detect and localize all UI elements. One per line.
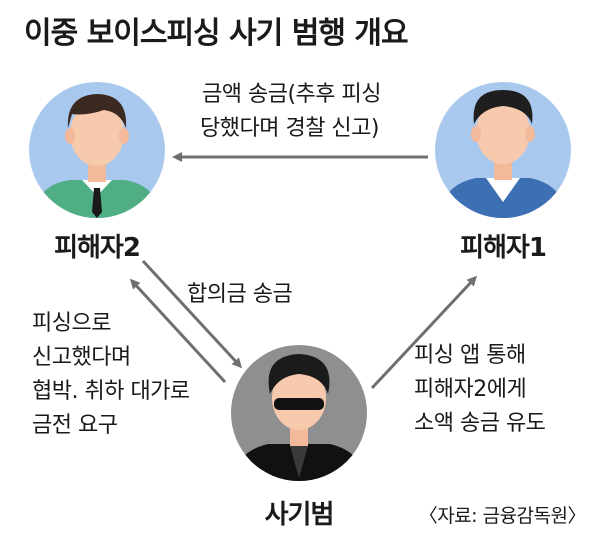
scammer-to-victim2-label-line2: 신고했다며 — [32, 345, 131, 370]
scammer-to-victim1-label-line1: 피싱 앱 통해 — [414, 343, 526, 368]
victim1-to-victim2-label-line2: 당했다며 경찰 신고) — [200, 116, 380, 141]
victim2-avatar — [29, 82, 165, 218]
scammer-to-victim2-label-line4: 금전 요구 — [32, 413, 118, 438]
diagram-title: 이중 보이스피싱 사기 범행 개요 — [24, 16, 409, 51]
victim2-label: 피해자2 — [54, 233, 141, 263]
scammer-to-victim1-label-line2: 피해자2에게 — [414, 377, 527, 402]
scammer-avatar — [231, 345, 367, 481]
arrow-scammer-to-victim1 — [370, 275, 478, 390]
scammer-label: 사기범 — [264, 500, 335, 530]
victim1-label: 피해자1 — [460, 233, 547, 263]
victim2-to-scammer-label: 합의금 송금 — [187, 282, 293, 307]
scammer-to-victim2-label-line1: 피싱으로 — [32, 311, 111, 336]
scammer-to-victim2-label-line3: 협박. 취하 대가로 — [32, 379, 190, 404]
victim1-avatar — [435, 82, 571, 218]
arrow-scammer-to-victim2 — [129, 278, 227, 384]
scammer-to-victim1-label-line3: 소액 송금 유도 — [414, 411, 546, 436]
arrow-victim2-to-scammer — [141, 259, 243, 369]
source-note: 〈자료: 금융감독원〉 — [418, 505, 587, 527]
victim1-to-victim2-label-line1: 금액 송금(추후 피싱 — [202, 82, 382, 107]
